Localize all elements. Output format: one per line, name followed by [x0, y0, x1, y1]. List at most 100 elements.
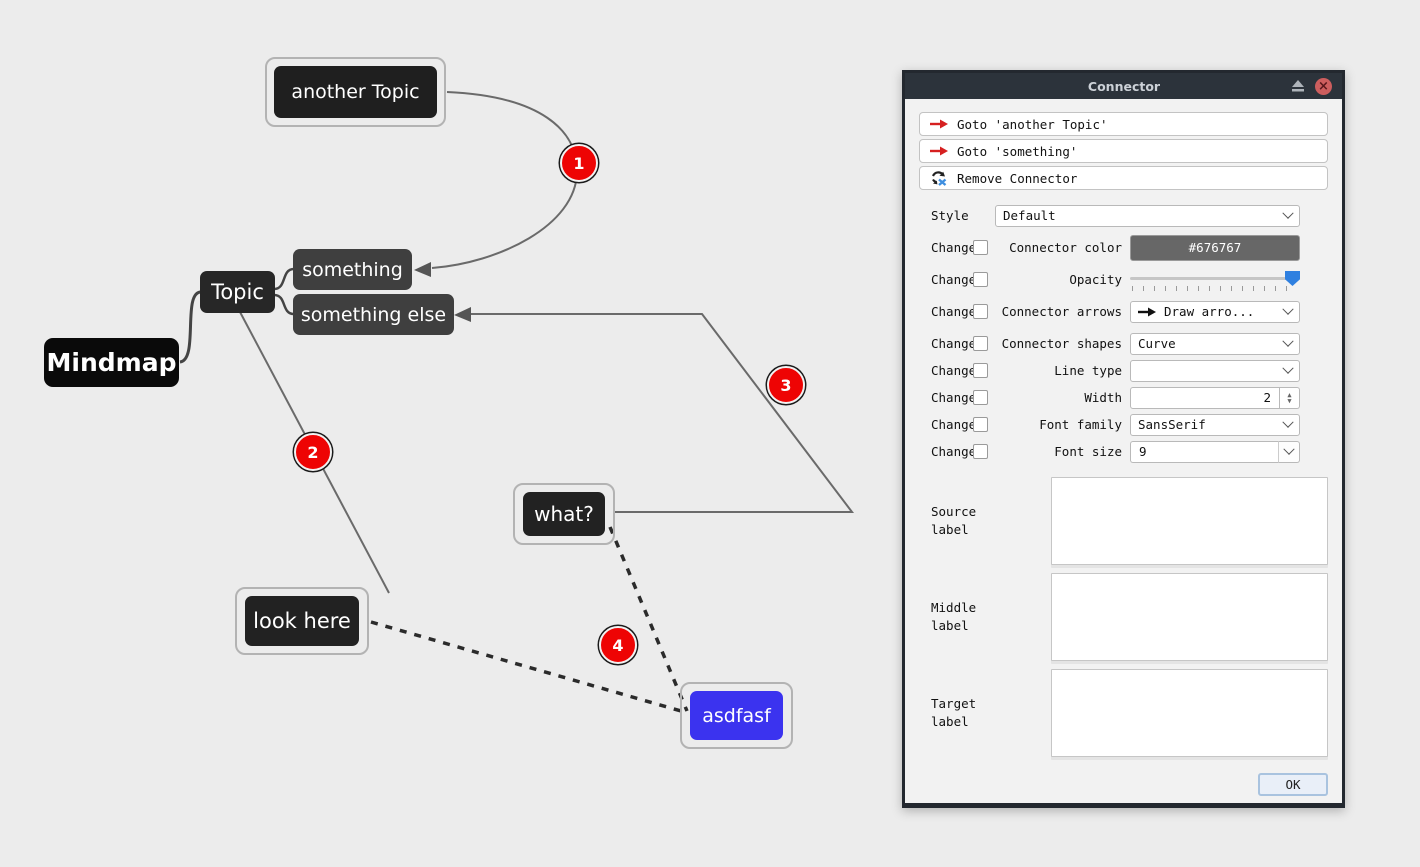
connector-4-dashed-line[interactable] [608, 526, 689, 712]
change-arrows-checkbox[interactable] [973, 304, 988, 319]
change-width-checkbox[interactable] [973, 390, 988, 405]
node-topic[interactable]: Topic [200, 271, 275, 313]
node-look-here[interactable]: look here [245, 596, 359, 646]
opacity-slider[interactable] [1130, 268, 1300, 291]
connector-shapes-label: Connector shapes [1001, 336, 1122, 351]
font-size-label: Font size [1054, 444, 1122, 459]
font-family-value: SansSerif [1138, 417, 1206, 432]
arrows-value: Draw arro... [1164, 304, 1255, 319]
node-label: what? [534, 502, 594, 526]
node-label: look here [253, 609, 351, 633]
change-label: Change [931, 390, 977, 405]
change-opacity-checkbox[interactable] [973, 272, 988, 287]
node-something-else[interactable]: something else [293, 294, 454, 335]
line-type-label: Line type [1054, 363, 1122, 378]
style-value: Default [1003, 208, 1056, 223]
source-label-caption: Source label [931, 503, 977, 537]
node-label: something else [300, 303, 447, 326]
action-label: Goto 'another Topic' [957, 116, 1108, 132]
connector-badge-2[interactable]: 2 [294, 433, 332, 471]
opacity-label: Opacity [1069, 272, 1122, 287]
width-input[interactable]: 2 [1130, 386, 1280, 409]
connector-shapes-dropdown[interactable]: Curve [1130, 332, 1300, 355]
color-value: #676767 [1188, 240, 1242, 255]
dialog-title: Connector [1087, 78, 1161, 94]
node-label: asdfasf [702, 704, 771, 727]
connector-arrows-dropdown[interactable]: Draw arro... [1130, 300, 1300, 323]
ok-label: OK [1285, 777, 1301, 792]
change-color-checkbox[interactable] [973, 240, 988, 255]
black-arrow-icon [1138, 307, 1156, 316]
target-label-textarea[interactable] [1051, 669, 1328, 757]
chevron-down-icon [1282, 362, 1294, 374]
chevron-down-icon [1282, 207, 1294, 219]
node-asdfasf[interactable]: asdfasf [690, 691, 783, 740]
connector-badge-4[interactable]: 4 [599, 626, 637, 664]
connector-color-button[interactable]: #676767 [1130, 234, 1300, 261]
connector-badge-3[interactable]: 3 [767, 366, 805, 404]
middle-label-textarea[interactable] [1051, 573, 1328, 661]
node-mindmap[interactable]: Mindmap [44, 338, 179, 387]
red-arrow-icon [930, 146, 948, 156]
node-what[interactable]: what? [523, 492, 605, 536]
selection-asdfasf: asdfasf [680, 682, 793, 749]
width-spinner[interactable]: ▲▼ [1280, 386, 1300, 409]
node-label: another Topic [291, 81, 420, 103]
goto-another-topic-button[interactable]: Goto 'another Topic' [919, 112, 1328, 136]
remove-connector-icon [930, 170, 948, 186]
connector-1-curve[interactable] [431, 91, 579, 269]
dialog-titlebar[interactable]: Connector × [905, 73, 1342, 99]
font-family-label: Font family [1039, 417, 1122, 432]
node-another-topic[interactable]: another Topic [274, 66, 437, 118]
change-fontsize-checkbox[interactable] [973, 444, 988, 459]
change-label: Change [931, 363, 977, 378]
connector-dialog: Connector × Goto 'another Topic' Goto 's… [902, 70, 1345, 808]
slider-handle[interactable] [1285, 271, 1300, 286]
selection-look-here: look here [235, 587, 369, 655]
change-label: Change [931, 304, 977, 319]
action-label: Goto 'something' [957, 143, 1078, 159]
chevron-down-icon [1282, 303, 1294, 315]
change-label: Change [931, 444, 977, 459]
close-icon[interactable]: × [1315, 77, 1332, 95]
node-label: Topic [211, 280, 264, 304]
font-size-input[interactable]: 9 [1130, 440, 1278, 463]
connector-color-label: Connector color [1009, 240, 1122, 255]
remove-connector-button[interactable]: Remove Connector [919, 166, 1328, 190]
change-shapes-checkbox[interactable] [973, 336, 988, 351]
shapes-value: Curve [1138, 336, 1176, 351]
width-value: 2 [1263, 390, 1271, 405]
change-label: Change [931, 336, 977, 351]
badge-number: 1 [573, 153, 585, 173]
style-label: Style [931, 208, 969, 223]
target-label-caption: Target label [931, 695, 977, 729]
tree-edge-topic-something-else [273, 293, 295, 316]
connector-badge-1[interactable]: 1 [560, 144, 598, 182]
font-size-value: 9 [1139, 444, 1147, 459]
connector-lookhere-dashed-line[interactable] [370, 620, 689, 715]
node-something[interactable]: something [293, 249, 412, 290]
selection-what: what? [513, 483, 615, 545]
style-dropdown[interactable]: Default [995, 204, 1300, 227]
ok-button[interactable]: OK [1258, 773, 1328, 796]
font-size-dropdown-button[interactable] [1278, 440, 1300, 463]
source-label-textarea[interactable] [1051, 477, 1328, 565]
goto-something-button[interactable]: Goto 'something' [919, 139, 1328, 163]
line-type-dropdown[interactable] [1130, 359, 1300, 382]
connector-arrows-label: Connector arrows [1001, 304, 1122, 319]
change-label: Change [931, 240, 977, 255]
slider-ticks [1132, 286, 1292, 291]
chevron-down-icon [1282, 416, 1294, 428]
red-arrow-icon [930, 119, 948, 129]
tree-edge-mindmap-topic [179, 290, 202, 364]
change-label: Change [931, 417, 977, 432]
change-linetype-checkbox[interactable] [973, 363, 988, 378]
font-family-dropdown[interactable]: SansSerif [1130, 413, 1300, 436]
change-fontfamily-checkbox[interactable] [973, 417, 988, 432]
connector-1-arrowhead-icon [414, 262, 431, 277]
chevron-down-icon [1282, 335, 1294, 347]
width-label: Width [1084, 390, 1122, 405]
tree-edge-topic-something [273, 267, 295, 291]
badge-number: 3 [780, 375, 792, 395]
collapse-icon[interactable] [1291, 80, 1305, 92]
